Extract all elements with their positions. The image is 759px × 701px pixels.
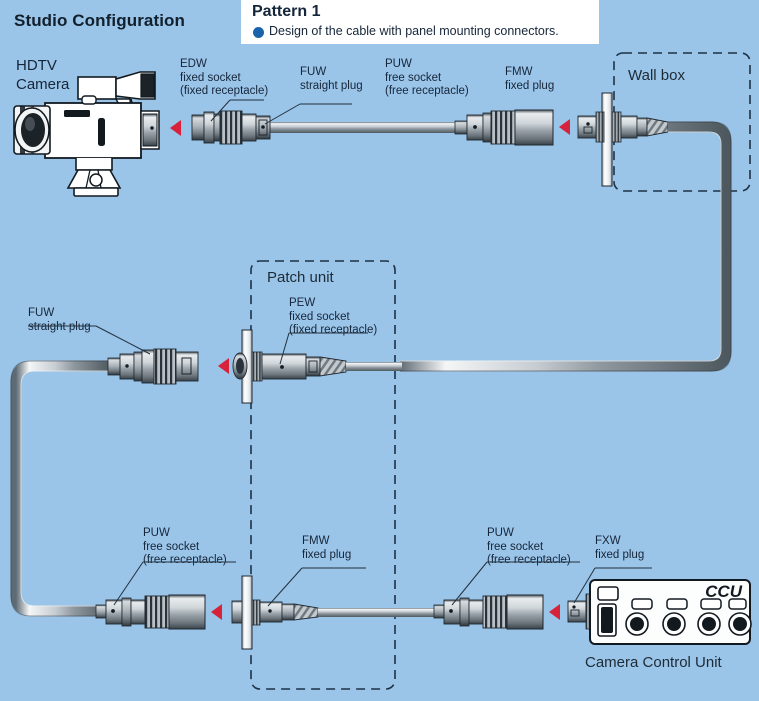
pattern-callout-box: Pattern 1 Design of the cable with panel… (241, 0, 599, 44)
pattern-title: Pattern 1 (252, 3, 321, 20)
leader-edw (210, 99, 264, 122)
mating-arrow-icon (211, 604, 222, 620)
cable-middle-left (10, 360, 110, 617)
mating-arrow-icon (170, 120, 181, 136)
bullet-icon (253, 27, 264, 38)
leader-fxw (573, 567, 652, 604)
leader-puw-bottom-left (113, 561, 236, 606)
pattern-description: Design of the cable with panel mounting … (269, 24, 559, 38)
leader-puw-bottom-right (451, 561, 580, 606)
patch-unit-enclosure (250, 260, 396, 690)
connector-fuw-top (191, 110, 271, 145)
mating-arrow-icon (559, 119, 570, 135)
ccu-unit: CCU (589, 579, 752, 645)
hdtv-camera-illustration (13, 71, 160, 197)
connector-puw-bottom-right (433, 594, 544, 630)
label-patch-unit: Patch unit (267, 269, 334, 286)
leader-fuw-top (264, 103, 352, 125)
connector-puw-bottom-left (95, 594, 206, 630)
ccu-badge: CCU (705, 582, 743, 601)
connector-pew (232, 351, 402, 382)
label-camera-control-unit: Camera Control Unit (585, 654, 722, 671)
cable-top-run (250, 122, 475, 133)
connector-fmw-bottom (231, 599, 434, 626)
patch-panel-bottom (241, 575, 253, 650)
leader-fmw-bottom (267, 567, 366, 607)
leader-pew (279, 332, 368, 365)
page-title: Studio Configuration (14, 11, 186, 30)
mating-arrow-icon (549, 604, 560, 620)
cable-right-vertical (400, 121, 732, 372)
leader-fuw-mid (28, 325, 151, 355)
mating-arrow-icon (218, 358, 229, 374)
label-wall-box: Wall box (628, 67, 685, 84)
connector-fuw-mid (107, 348, 199, 385)
connector-fmw-top (577, 111, 669, 143)
connector-puw-top (454, 109, 554, 146)
